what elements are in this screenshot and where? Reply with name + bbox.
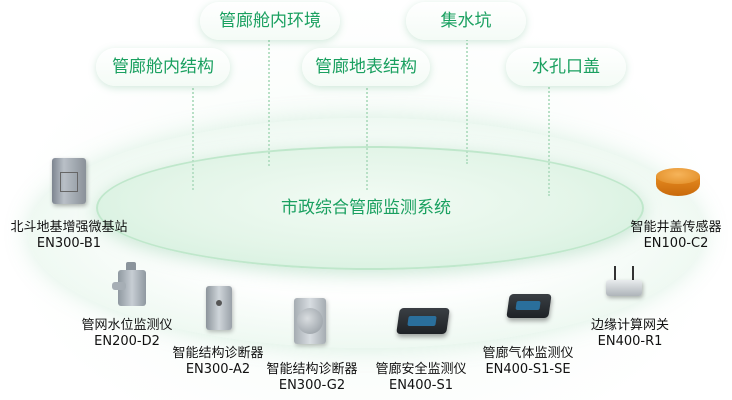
device-model: EN400-S1-SE xyxy=(485,362,571,377)
connector-line xyxy=(268,36,270,166)
structure-diagnostic-a2-image xyxy=(206,286,232,330)
manhole-sensor-image xyxy=(656,164,700,196)
system-title: 市政综合管廊监测系统 xyxy=(281,198,451,218)
tag-sump: 集水坑 xyxy=(406,2,526,40)
device-label: 智能井盖传感器 EN100-C2 xyxy=(620,220,732,252)
device-label: 边缘计算网关 EN400-R1 xyxy=(580,318,680,350)
device-name: 智能结构诊断器 xyxy=(172,346,264,361)
device-label: 管网水位监测仪 EN200-D2 xyxy=(72,318,182,350)
tag-surface-structure: 管廊地表结构 xyxy=(302,48,430,86)
connector-line xyxy=(466,36,468,164)
connector-line xyxy=(192,80,194,190)
base-station-image xyxy=(52,158,86,204)
connector-line xyxy=(366,80,368,190)
safety-monitor-image xyxy=(396,308,450,334)
gas-monitor-image xyxy=(506,294,552,318)
device-label: 智能结构诊断器 EN300-G2 xyxy=(256,362,368,394)
device-name: 管廊气体监测仪 xyxy=(482,346,574,361)
device-name: 边缘计算网关 xyxy=(590,318,669,333)
device-model: EN400-S1 xyxy=(389,378,453,393)
device-model: EN300-A2 xyxy=(185,362,251,377)
device-label: 管廊气体监测仪 EN400-S1-SE xyxy=(470,346,586,378)
structure-diagnostic-g2-image xyxy=(294,298,326,344)
device-model: EN300-G2 xyxy=(278,378,346,393)
tag-cabin-environment: 管廊舱内环境 xyxy=(200,2,340,40)
device-name: 智能结构诊断器 xyxy=(266,362,358,377)
tag-cabin-structure: 管廊舱内结构 xyxy=(96,48,230,86)
device-name: 管网水位监测仪 xyxy=(81,318,173,333)
device-model: EN200-D2 xyxy=(94,334,160,349)
device-label: 北斗地基增强微基站 EN300-B1 xyxy=(0,220,138,252)
tag-manhole-cover: 水孔口盖 xyxy=(506,48,626,86)
inner-ring xyxy=(96,146,644,270)
device-label: 管廊安全监测仪 EN400-S1 xyxy=(366,362,476,394)
device-name: 管廊安全监测仪 xyxy=(375,362,467,377)
device-name: 智能井盖传感器 xyxy=(630,220,722,235)
edge-gateway-image xyxy=(606,266,642,300)
water-level-monitor-image xyxy=(112,262,152,308)
device-model: EN400-R1 xyxy=(597,334,663,349)
connector-line xyxy=(548,84,550,196)
device-name: 北斗地基增强微基站 xyxy=(10,220,128,235)
device-model: EN300-B1 xyxy=(36,236,102,251)
device-label: 智能结构诊断器 EN300-A2 xyxy=(162,346,274,378)
device-model: EN100-C2 xyxy=(643,236,709,251)
